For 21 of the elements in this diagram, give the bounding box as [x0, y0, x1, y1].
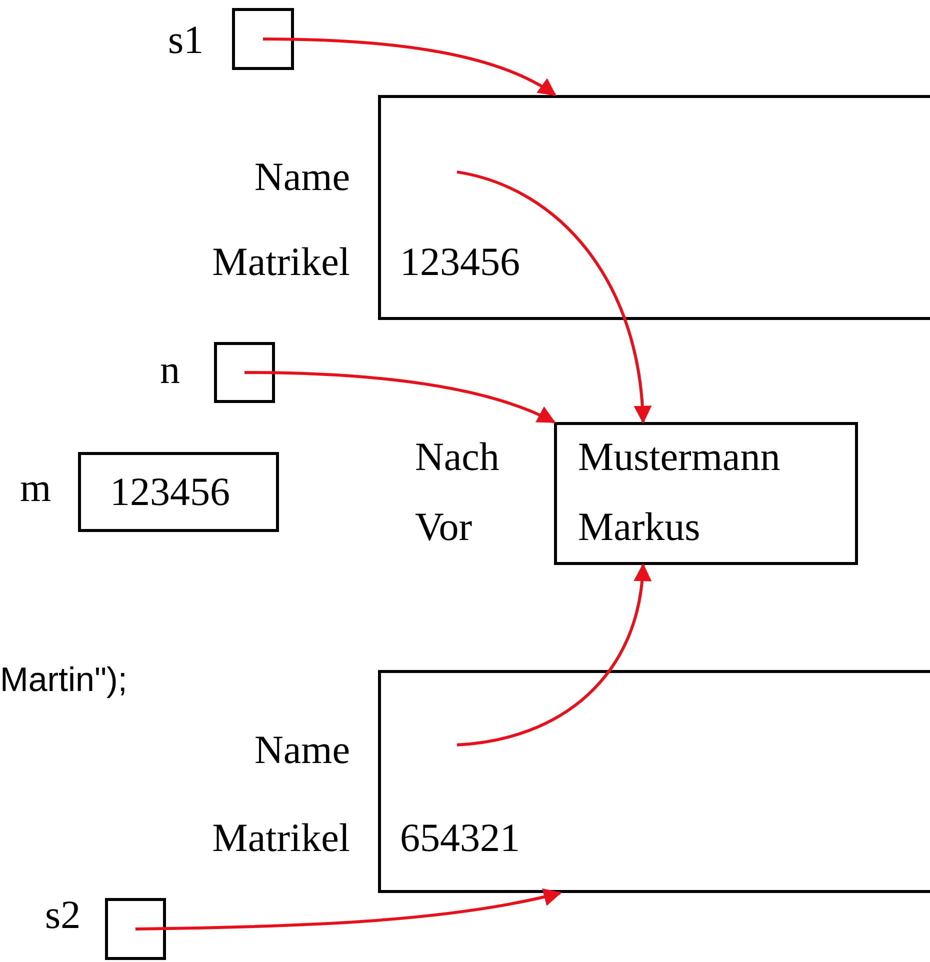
code-text: Martin");	[0, 660, 128, 700]
field-value: Markus	[578, 507, 700, 547]
field-label: Name	[254, 157, 350, 197]
field-label: Matrikel	[212, 242, 350, 282]
field-label: Name	[254, 730, 350, 770]
field-value: Mustermann	[578, 437, 780, 477]
field-label: Vor	[415, 507, 472, 547]
variable-value: 123456	[110, 472, 230, 512]
variable-name: n	[160, 350, 180, 390]
variable-name: s1	[168, 20, 204, 60]
pointer-arrow	[456, 170, 651, 424]
pointer-arrow	[456, 563, 651, 746]
variable-name: m	[20, 468, 52, 508]
field-label: Matrikel	[212, 818, 350, 858]
pointer-arrow	[135, 888, 562, 930]
field-label: Nach	[415, 437, 500, 477]
pointer-arrow	[262, 38, 556, 96]
field-value: 123456	[400, 242, 520, 282]
pointer-arrow	[244, 371, 556, 424]
field-value: 654321	[400, 818, 520, 858]
variable-name: s2	[45, 895, 81, 935]
